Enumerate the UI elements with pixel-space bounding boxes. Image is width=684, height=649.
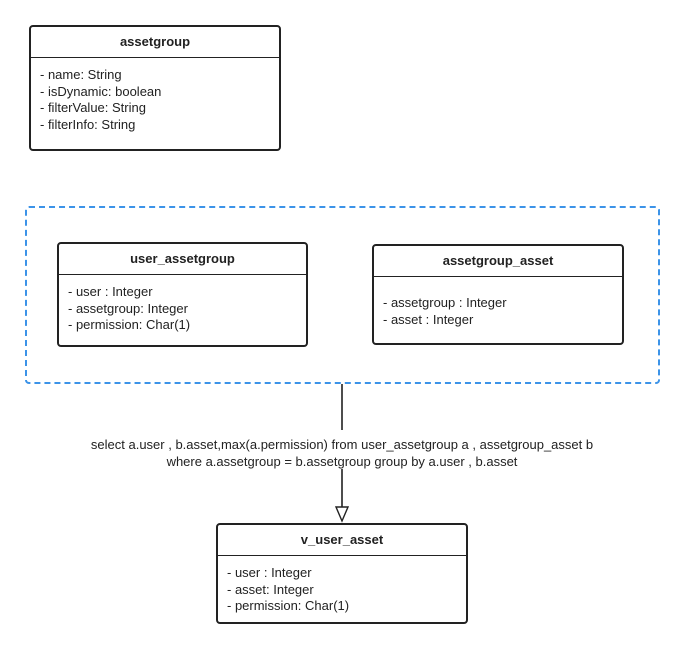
- class-user-assetgroup-attributes: - user : Integer - assetgroup: Integer -…: [59, 275, 306, 334]
- attribute: - assetgroup: Integer: [68, 300, 188, 316]
- class-assetgroup[interactable]: assetgroup - name: String - isDynamic: b…: [29, 25, 281, 151]
- source-tables-group-frame: [25, 206, 660, 384]
- hollow-arrowhead-icon: [334, 506, 350, 523]
- class-assetgroup-asset[interactable]: assetgroup_asset - assetgroup : Integer …: [372, 244, 624, 345]
- class-assetgroup-asset-title: assetgroup_asset: [374, 246, 622, 277]
- sql-line-2: where a.assetgroup = b.assetgroup group …: [166, 454, 518, 469]
- attribute: - assetgroup : Integer: [383, 295, 507, 310]
- class-v-user-asset-attributes: - user : Integer - asset: Integer - perm…: [218, 556, 466, 615]
- attribute: - permission: Char(1): [227, 598, 350, 613]
- class-assetgroup-attributes: - name: String - isDynamic: boolean - fi…: [31, 58, 279, 133]
- attribute: - asset : Integer: [383, 311, 474, 327]
- attribute: - permission: Char(1): [68, 317, 191, 332]
- attribute: - user : Integer: [227, 565, 312, 580]
- class-v-user-asset[interactable]: v_user_asset - user : Integer - asset: I…: [216, 523, 468, 624]
- class-assetgroup-asset-attributes: - assetgroup : Integer - asset : Integer: [374, 277, 622, 328]
- connector-sql-label: select a.user , b.asset,max(a.permission…: [0, 436, 684, 470]
- class-v-user-asset-title: v_user_asset: [218, 525, 466, 556]
- attribute: - filterValue: String: [40, 100, 146, 115]
- class-assetgroup-title: assetgroup: [31, 27, 279, 58]
- sql-line-1: select a.user , b.asset,max(a.permission…: [90, 437, 594, 452]
- attribute: - filterInfo: String: [40, 116, 136, 132]
- attribute: - isDynamic: boolean: [40, 83, 162, 99]
- attribute: - asset: Integer: [227, 581, 314, 597]
- attribute: - name: String: [40, 67, 122, 82]
- attribute: - user : Integer: [68, 284, 153, 299]
- class-user-assetgroup[interactable]: user_assetgroup - user : Integer - asset…: [57, 242, 308, 347]
- class-user-assetgroup-title: user_assetgroup: [59, 244, 306, 275]
